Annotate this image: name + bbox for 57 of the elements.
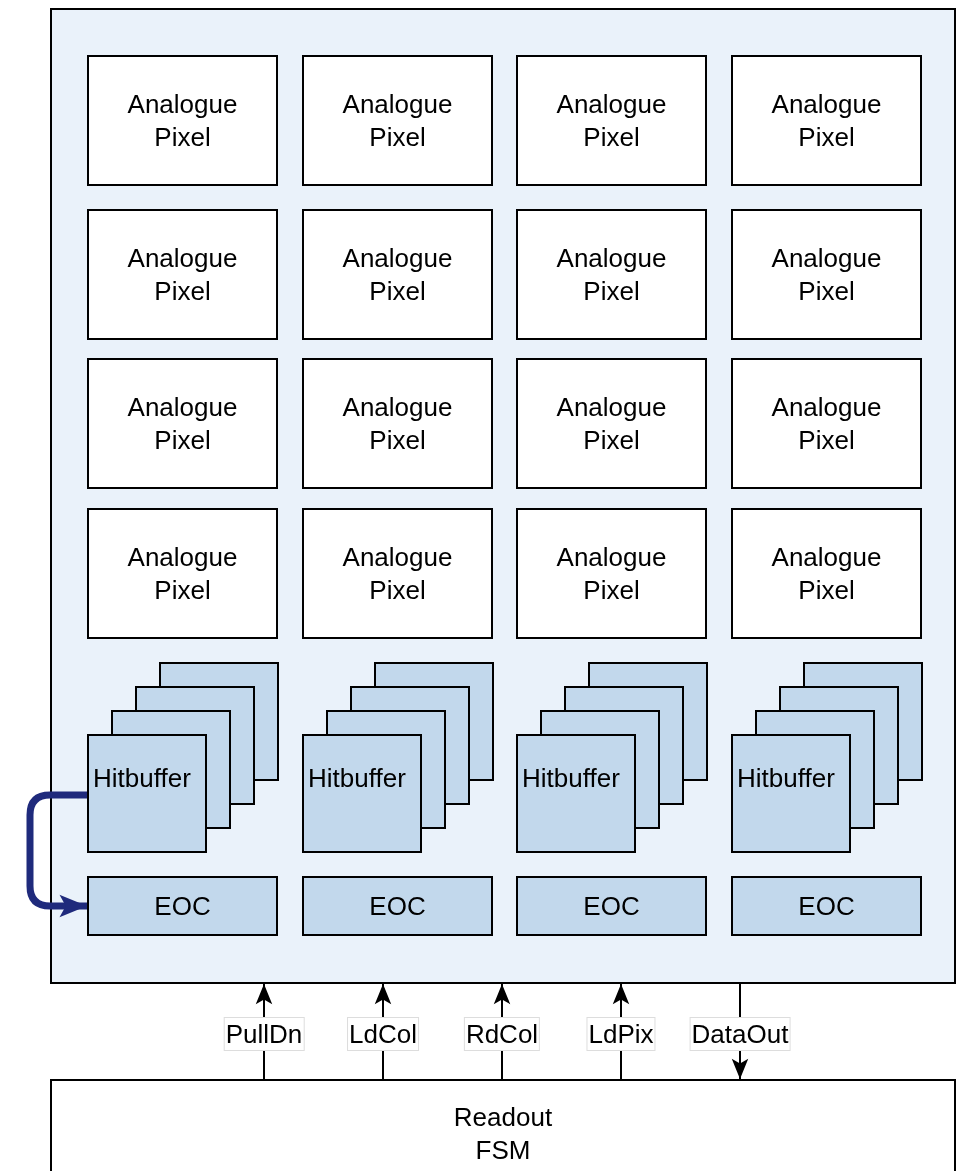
box-label: Analogue Pixel [341,390,454,457]
box-label: EOC [583,889,640,923]
pixel-box [516,508,707,639]
pixel-box [87,209,278,340]
edge-label: PullDn [223,1017,305,1051]
buffer-box [731,876,922,936]
box-label: Analogue Pixel [555,390,668,457]
pixel-box [731,358,922,489]
box-label: EOC [154,889,211,923]
state-machine-box [50,1079,956,1171]
stacked-buffer-boxes [731,662,923,853]
box-label: Analogue Pixel [126,241,239,308]
chip-panel [50,8,956,984]
pixel-box [731,209,922,340]
box-label: Analogue Pixel [555,87,668,154]
pixel-box [302,358,493,489]
box-label: EOC [369,889,426,923]
box-label: EOC [798,889,855,923]
box-label: Analogue Pixel [126,390,239,457]
pixel-box [87,55,278,186]
arrow [26,791,87,918]
edge-label: RdCol [463,1017,541,1051]
box-label: Analogue Pixel [770,87,883,154]
box-label: Hitbuffer [522,762,620,795]
box-label: Analogue Pixel [555,241,668,308]
stacked-buffer-boxes [516,662,708,853]
box-label: Analogue Pixel [341,87,454,154]
box-label: Analogue Pixel [555,540,668,607]
box-label: Analogue Pixel [126,540,239,607]
pixel-box [302,55,493,186]
buffer-box [87,876,278,936]
pixel-box [516,209,707,340]
box-label: Analogue Pixel [770,241,883,308]
box-label: Readout FSM [452,1101,554,1167]
stacked-buffer-boxes [87,662,279,853]
edge-label: DataOut [689,1017,791,1051]
edge-label: LdCol [347,1017,419,1051]
box-label: Analogue Pixel [770,540,883,607]
box-label: Hitbuffer [93,762,191,795]
pixel-box [87,508,278,639]
stacked-buffer-boxes [302,662,494,853]
box-label: Hitbuffer [737,762,835,795]
box-label: Analogue Pixel [341,241,454,308]
box-label: Analogue Pixel [770,390,883,457]
pixel-box [302,209,493,340]
box-label: Analogue Pixel [341,540,454,607]
buffer-box [516,876,707,936]
box-label: Hitbuffer [308,762,406,795]
pixel-box [731,508,922,639]
edge-label: LdPix [586,1017,656,1051]
pixel-box [516,358,707,489]
pixel-box [516,55,707,186]
pixel-box [87,358,278,489]
pixel-box [731,55,922,186]
buffer-box [302,876,493,936]
pixel-box [302,508,493,639]
box-label: Analogue Pixel [126,87,239,154]
